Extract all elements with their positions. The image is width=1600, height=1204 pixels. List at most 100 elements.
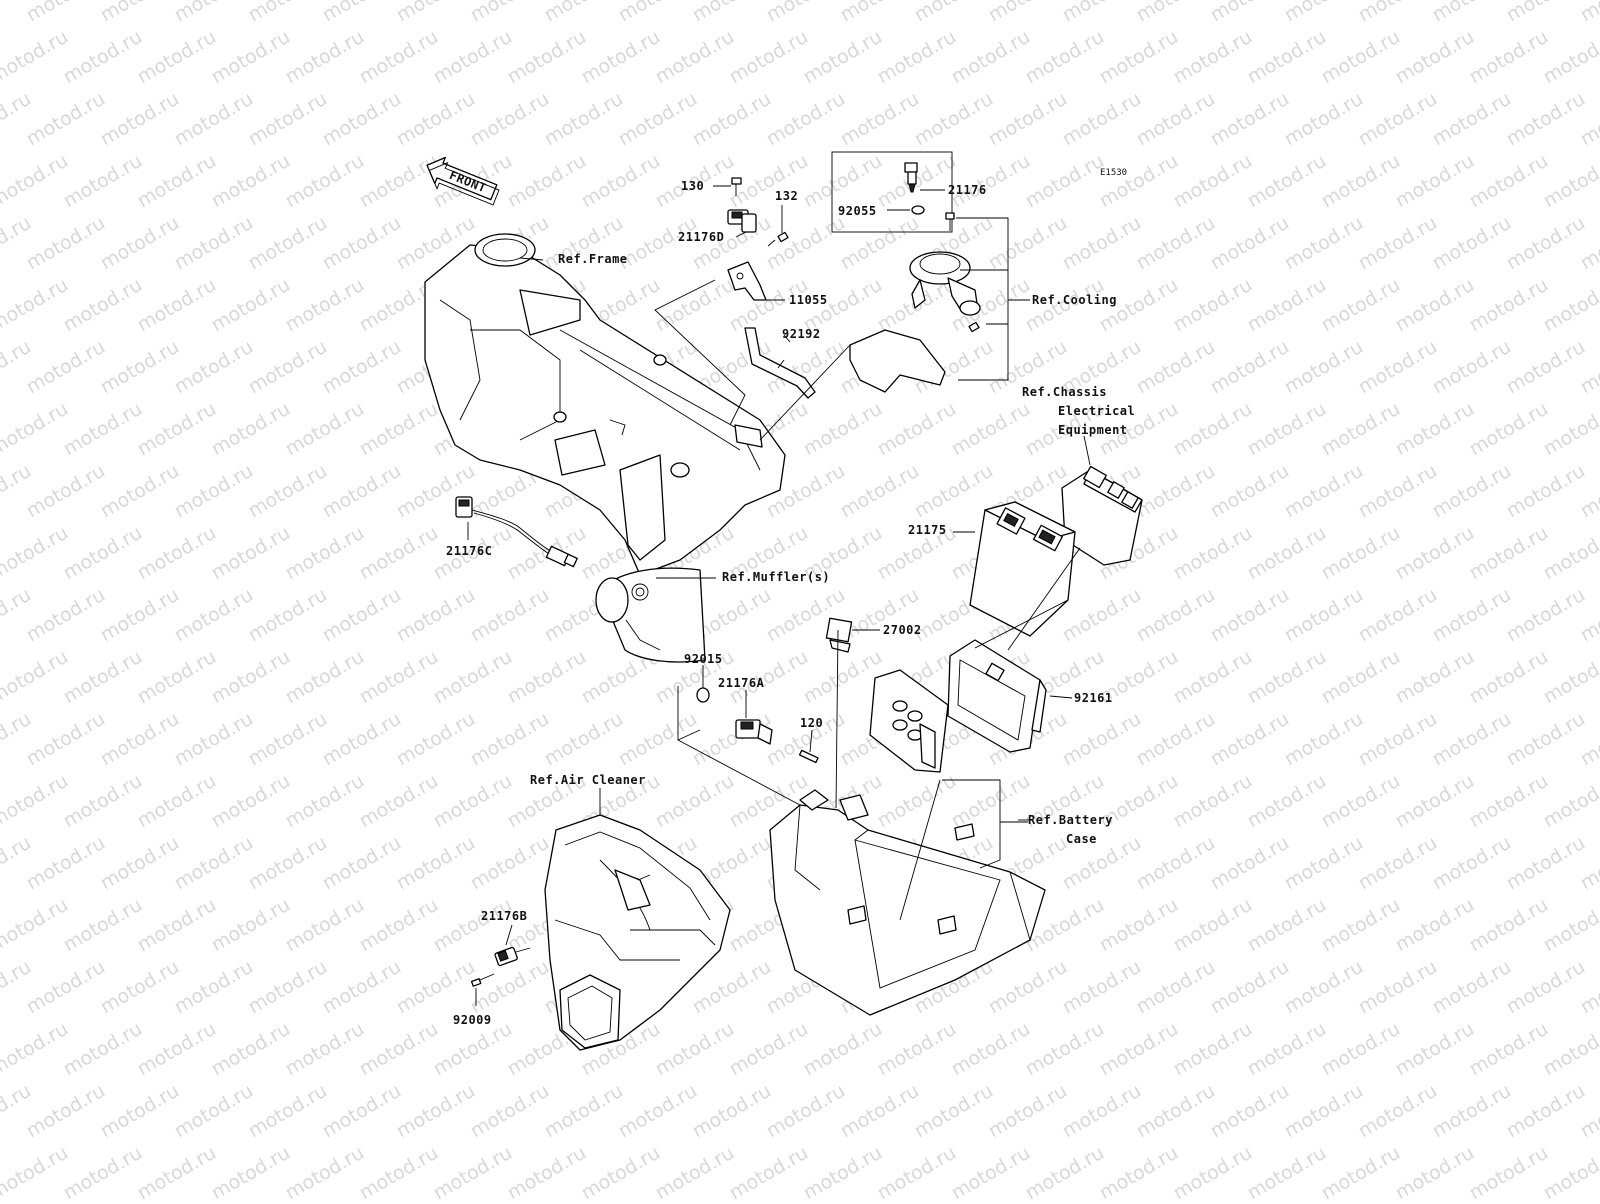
watermark-text: motod.ru (171, 0, 257, 26)
watermark-text: motod.ru (1170, 150, 1256, 213)
cooling-bracket (850, 330, 945, 392)
watermark-text: motod.ru (467, 1080, 553, 1143)
watermark-text: motod.ru (1429, 460, 1515, 523)
watermark-text: motod.ru (1244, 150, 1330, 213)
watermark-text: motod.ru (319, 336, 405, 399)
watermark-text: motod.ru (208, 274, 294, 337)
watermark-text: motod.ru (1540, 398, 1600, 461)
watermark-text: motod.ru (1540, 894, 1600, 957)
watermark-text: motod.ru (23, 1080, 109, 1143)
watermark-text: motod.ru (134, 646, 220, 709)
watermark-text: motod.ru (541, 88, 627, 151)
watermark-text: motod.ru (282, 770, 368, 833)
watermark-text: motod.ru (60, 1018, 146, 1081)
watermark-text: motod.ru (1466, 398, 1552, 461)
watermark-text: motod.ru (1540, 770, 1600, 833)
watermark-text: motod.ru (245, 0, 331, 26)
watermark-text: motod.ru (245, 584, 331, 647)
watermark-text: motod.ru (282, 1018, 368, 1081)
watermark-text: motod.ru (1540, 26, 1600, 89)
watermark-text: motod.ru (837, 88, 923, 151)
watermark-text: motod.ru (393, 0, 479, 26)
watermark-text: motod.ru (1244, 398, 1330, 461)
watermark-text: motod.ru (1392, 150, 1478, 213)
watermark-text: motod.ru (985, 1080, 1071, 1143)
watermark-text: motod.ru (0, 274, 72, 337)
watermark-text: motod.ru (60, 150, 146, 213)
watermark-text: motod.ru (467, 708, 553, 771)
watermark-text: motod.ru (1133, 708, 1219, 771)
watermark-text: motod.ru (1281, 708, 1367, 771)
watermark-text: motod.ru (1318, 1018, 1404, 1081)
watermark-text: motod.ru (504, 1142, 590, 1200)
watermark-text: motod.ru (1466, 522, 1552, 585)
watermark-text: motod.ru (282, 150, 368, 213)
watermark-text: motod.ru (726, 1142, 812, 1200)
ecu-bracket (870, 670, 948, 772)
watermark-text: motod.ru (319, 0, 405, 26)
watermark-text: motod.ru (319, 708, 405, 771)
watermark-text: motod.ru (1392, 1018, 1478, 1081)
watermark-text: motod.ru (245, 1080, 331, 1143)
relay-27002 (826, 618, 851, 652)
watermark-text: motod.ru (652, 1142, 738, 1200)
ref-chassis-label-line3: Equipment (1058, 423, 1128, 437)
watermark-text: motod.ru (393, 832, 479, 895)
watermark-text: motod.ru (393, 708, 479, 771)
watermark-text: motod.ru (430, 646, 516, 709)
watermark-text: motod.ru (23, 460, 109, 523)
watermark-text: motod.ru (208, 646, 294, 709)
watermark-text: motod.ru (282, 1142, 368, 1200)
watermark-text: motod.ru (282, 646, 368, 709)
watermark-text: motod.ru (1540, 522, 1600, 585)
watermark-text: motod.ru (97, 0, 183, 26)
watermark-text: motod.ru (393, 584, 479, 647)
watermark-text: motod.ru (874, 150, 960, 213)
watermark-text: motod.ru (1429, 88, 1515, 151)
watermark-text: motod.ru (430, 770, 516, 833)
watermark-text: motod.ru (541, 0, 627, 26)
watermark-text: motod.ru (97, 336, 183, 399)
watermark-text: motod.ru (652, 770, 738, 833)
watermark-text: motod.ru (0, 522, 72, 585)
watermark-text: motod.ru (800, 1018, 886, 1081)
watermark-text: motod.ru (60, 522, 146, 585)
watermark-text: motod.ru (874, 1018, 960, 1081)
watermark-text: motod.ru (1022, 1142, 1108, 1200)
watermark-text: motod.ru (504, 522, 590, 585)
watermark-text: motod.ru (467, 956, 553, 1019)
sensor-21176B (495, 947, 530, 966)
watermark-text: motod.ru (208, 770, 294, 833)
watermark-text: motod.ru (948, 150, 1034, 213)
watermark-text: motod.ru (282, 894, 368, 957)
watermark-text: motod.ru (504, 150, 590, 213)
watermark-text: motod.ru (1133, 0, 1219, 26)
watermark-text: motod.ru (319, 584, 405, 647)
watermark-text: motod.ru (652, 26, 738, 89)
watermark-text: motod.ru (652, 1018, 738, 1081)
watermark-text: motod.ru (208, 1142, 294, 1200)
watermark-text: motod.ru (985, 88, 1071, 151)
watermark-text: motod.ru (208, 894, 294, 957)
watermark-text: motod.ru (171, 956, 257, 1019)
watermark-text: motod.ru (356, 1142, 442, 1200)
watermark-text: motod.ru (208, 26, 294, 89)
watermark-text: motod.ru (763, 88, 849, 151)
watermark-text: motod.ru (1096, 894, 1182, 957)
watermark-text: motod.ru (1318, 646, 1404, 709)
watermark-text: motod.ru (1244, 1142, 1330, 1200)
watermark-text: motod.ru (1133, 212, 1219, 275)
watermark-text: motod.ru (356, 646, 442, 709)
watermark-text: motod.ru (1244, 1018, 1330, 1081)
watermark-text: motod.ru (948, 26, 1034, 89)
watermark-text: motod.ru (1244, 274, 1330, 337)
watermark-text: motod.ru (1466, 1018, 1552, 1081)
watermark-text: motod.ru (504, 26, 590, 89)
bolt-120 (800, 750, 818, 762)
watermark-text: motod.ru (1133, 336, 1219, 399)
watermark-text: motod.ru (504, 646, 590, 709)
watermark-text: motod.ru (23, 212, 109, 275)
watermark-text: motod.ru (356, 398, 442, 461)
watermark-text: motod.ru (1503, 1080, 1589, 1143)
watermark-text: motod.ru (1244, 26, 1330, 89)
